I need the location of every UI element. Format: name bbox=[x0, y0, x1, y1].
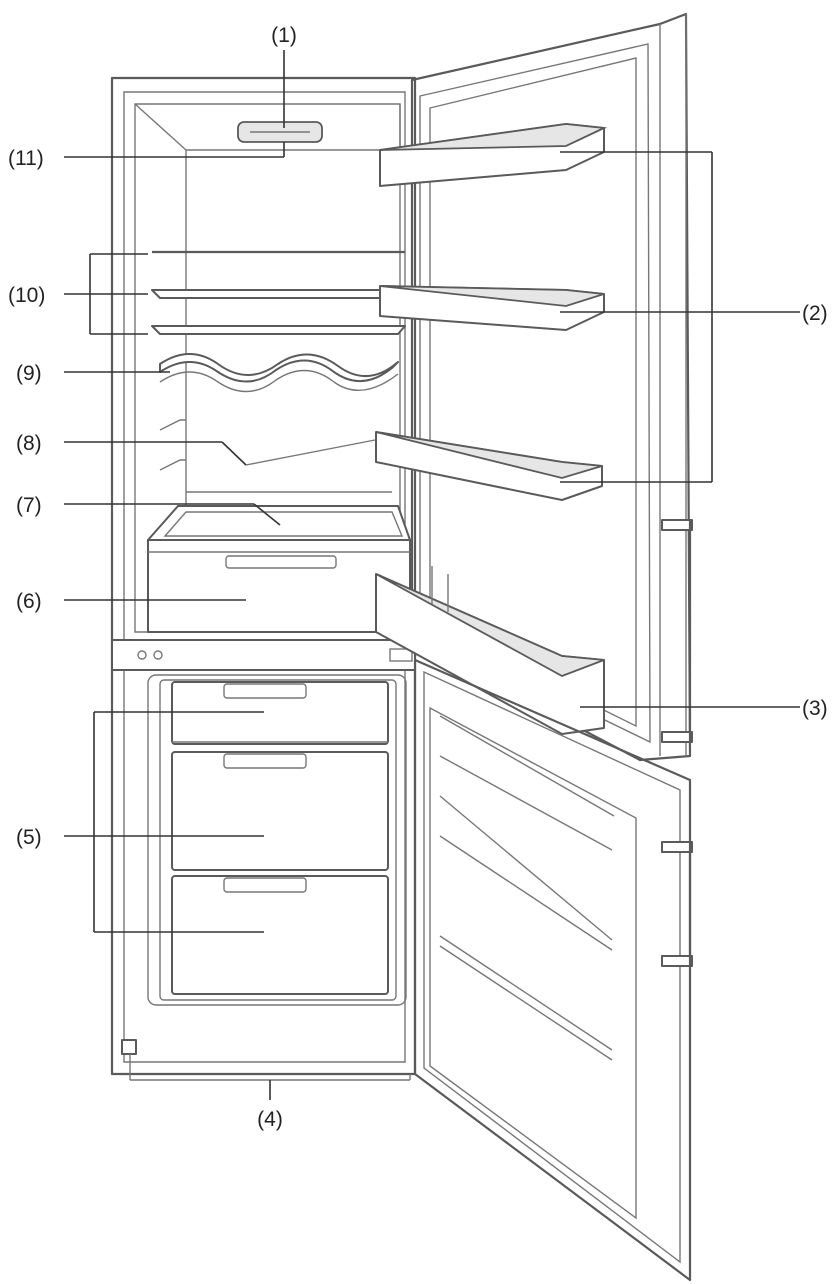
freezer-drawers bbox=[171, 681, 389, 995]
freezer-door bbox=[413, 658, 693, 1282]
glass-shelves bbox=[151, 250, 406, 335]
callout-3: (3) bbox=[802, 697, 828, 720]
callout-7: (7) bbox=[16, 494, 42, 517]
bottle-rack bbox=[159, 353, 399, 393]
interior-light bbox=[237, 121, 323, 143]
callout-4: (4) bbox=[257, 1108, 283, 1131]
callout-9: (9) bbox=[16, 362, 42, 385]
cabinet bbox=[110, 76, 417, 1081]
leader-lines bbox=[64, 50, 800, 1100]
callout-5: (5) bbox=[16, 826, 42, 849]
callout-2: (2) bbox=[802, 302, 828, 325]
callout-labels: (1) (11) (10) (9) (8) (7) (6) (5) (4) (2… bbox=[8, 24, 828, 1131]
callout-11: (11) bbox=[8, 147, 44, 170]
callout-8: (8) bbox=[16, 432, 42, 455]
callout-1: (1) bbox=[271, 24, 297, 47]
vegetable-drawer bbox=[147, 505, 411, 633]
divided-shelf bbox=[159, 419, 392, 493]
callout-10: (10) bbox=[8, 284, 45, 307]
fridge-door bbox=[375, 12, 693, 762]
callout-6: (6) bbox=[16, 590, 42, 613]
